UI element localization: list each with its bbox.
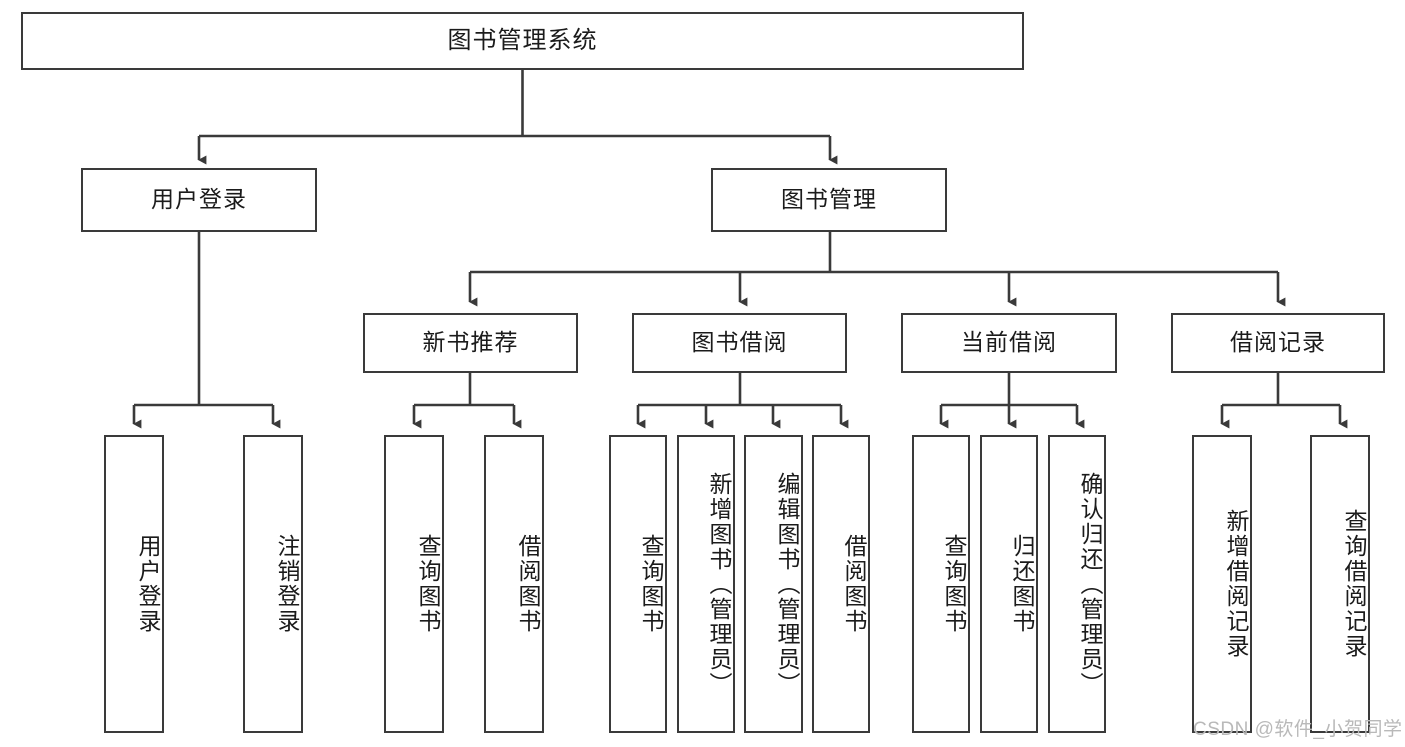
node-leaf-user-login[interactable]: 用户登录: [104, 435, 164, 733]
watermark-csdn: CSDN @软件_小贺同学: [1193, 719, 1403, 740]
node-leaf-label: 借阅图书: [515, 534, 541, 634]
node-leaf-label: 查询借阅记录: [1341, 509, 1367, 659]
node-leaf-borrow-add-book[interactable]: 新增图书（管理员）: [677, 435, 735, 733]
node-leaf-label: 用户登录: [135, 534, 161, 634]
node-leaf-current-return[interactable]: 归还图书: [980, 435, 1038, 733]
node-leaf-current-search[interactable]: 查询图书: [912, 435, 970, 733]
node-leaf-borrow-search[interactable]: 查询图书: [609, 435, 667, 733]
node-leaf-label: 查询图书: [415, 534, 441, 634]
node-leaf-label: 确认归还（管理员）: [1077, 471, 1103, 697]
node-leaf-label: 新增图书（管理员）: [706, 471, 732, 697]
node-current-borrow[interactable]: 当前借阅: [901, 313, 1117, 373]
node-borrow-record[interactable]: 借阅记录: [1171, 313, 1385, 373]
node-leaf-label: 查询图书: [638, 534, 664, 634]
node-leaf-newbook-search[interactable]: 查询图书: [384, 435, 444, 733]
node-leaf-label: 查询图书: [941, 534, 967, 634]
node-leaf-label: 注销登录: [274, 534, 300, 634]
node-leaf-newbook-borrow[interactable]: 借阅图书: [484, 435, 544, 733]
node-leaf-current-confirm-return[interactable]: 确认归还（管理员）: [1048, 435, 1106, 733]
node-leaf-label: 新增借阅记录: [1223, 509, 1249, 659]
node-leaf-label: 借阅图书: [841, 534, 867, 634]
node-leaf-label: 编辑图书（管理员）: [774, 471, 800, 697]
node-new-book-recommend[interactable]: 新书推荐: [363, 313, 578, 373]
node-leaf-label: 归还图书: [1009, 534, 1035, 634]
node-book-borrow[interactable]: 图书借阅: [632, 313, 847, 373]
node-user-login[interactable]: 用户登录: [81, 168, 317, 232]
node-leaf-user-logout[interactable]: 注销登录: [243, 435, 303, 733]
node-leaf-record-search[interactable]: 查询借阅记录: [1310, 435, 1370, 733]
node-leaf-borrow-book[interactable]: 借阅图书: [812, 435, 870, 733]
node-leaf-borrow-edit-book[interactable]: 编辑图书（管理员）: [744, 435, 803, 733]
node-root-system[interactable]: 图书管理系统: [21, 12, 1024, 70]
node-leaf-record-add[interactable]: 新增借阅记录: [1192, 435, 1252, 733]
node-book-management[interactable]: 图书管理: [711, 168, 947, 232]
